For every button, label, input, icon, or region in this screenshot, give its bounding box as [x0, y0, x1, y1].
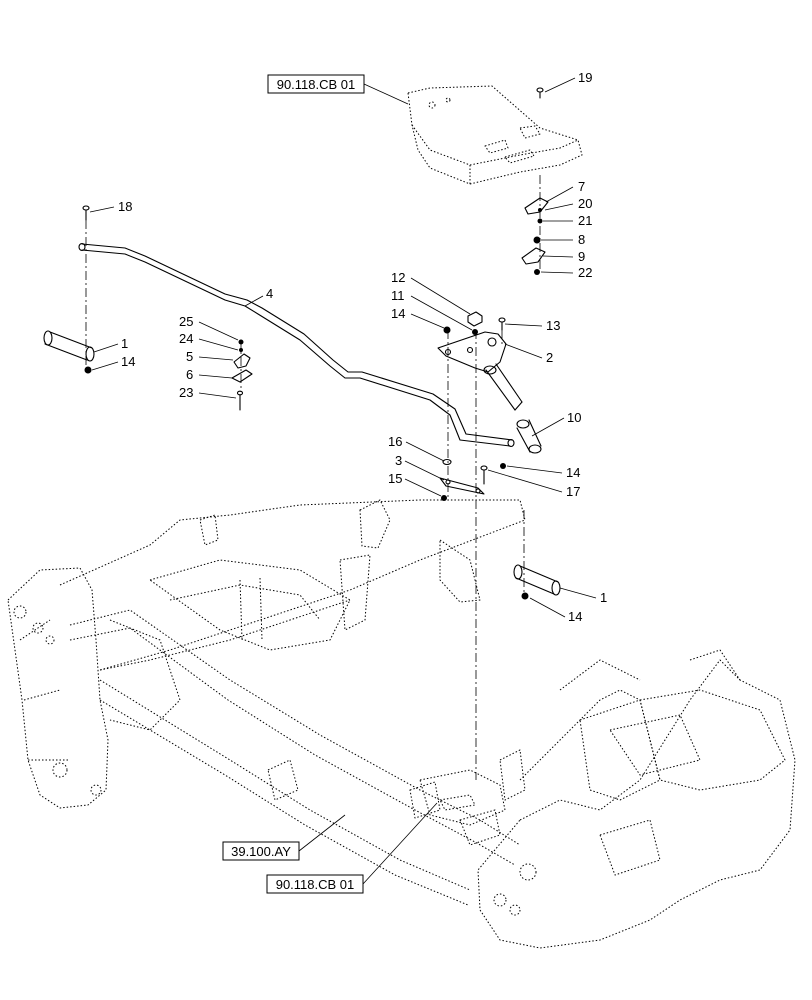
handle-grip-part-10	[516, 419, 542, 454]
callout-14-b: 14	[121, 354, 135, 369]
callout-18: 18	[118, 199, 132, 214]
small-hardware	[82, 87, 549, 600]
reference-box-middle: 39.100.AY	[222, 814, 346, 861]
callout-15: 15	[388, 471, 402, 486]
lever-part-2	[437, 331, 523, 411]
callout-leaders	[89, 77, 597, 618]
assembly-axis-lines	[85, 175, 541, 780]
callout-1-b: 1	[600, 590, 607, 605]
callout-9: 9	[578, 249, 585, 264]
reference-box-bottom: 90.118.CB 01	[266, 802, 438, 894]
chassis-frame	[7, 499, 796, 949]
callout-4: 4	[266, 286, 273, 301]
reference-box-top: 90.118.CB 01	[267, 74, 409, 105]
callout-25: 25	[179, 314, 193, 329]
callout-20: 20	[578, 196, 592, 211]
callout-23: 23	[179, 385, 193, 400]
callout-13: 13	[546, 318, 560, 333]
callout-8: 8	[578, 232, 585, 247]
callout-11: 11	[391, 288, 405, 303]
callout-17: 17	[566, 484, 580, 499]
callout-14-a: 14	[391, 306, 405, 321]
callout-16: 16	[388, 434, 402, 449]
rod-part-4	[78, 242, 515, 448]
callout-24: 24	[179, 331, 193, 346]
callout-10: 10	[567, 410, 581, 425]
callout-22: 22	[578, 265, 592, 280]
callout-numbers: 19 7 20 21 8 9 22 18 4 12 11 14 13 2 25 …	[118, 70, 607, 624]
callout-2: 2	[546, 350, 553, 365]
callout-14-c: 14	[566, 465, 580, 480]
callout-19: 19	[578, 70, 592, 85]
callout-21: 21	[578, 213, 592, 228]
callout-3: 3	[395, 453, 402, 468]
callout-12: 12	[391, 270, 405, 285]
callout-1-a: 1	[121, 336, 128, 351]
callout-6: 6	[186, 367, 193, 382]
callout-7: 7	[578, 179, 585, 194]
cab-support-bracket	[407, 85, 583, 185]
svg-text:90.118.CB 01: 90.118.CB 01	[276, 877, 355, 892]
pin-part-1-right	[513, 564, 561, 596]
svg-text:90.118.CB 01: 90.118.CB 01	[277, 77, 356, 92]
callout-14-d: 14	[568, 609, 582, 624]
callout-5: 5	[186, 349, 193, 364]
svg-text:39.100.AY: 39.100.AY	[231, 844, 291, 859]
pin-part-1-left	[43, 330, 95, 362]
